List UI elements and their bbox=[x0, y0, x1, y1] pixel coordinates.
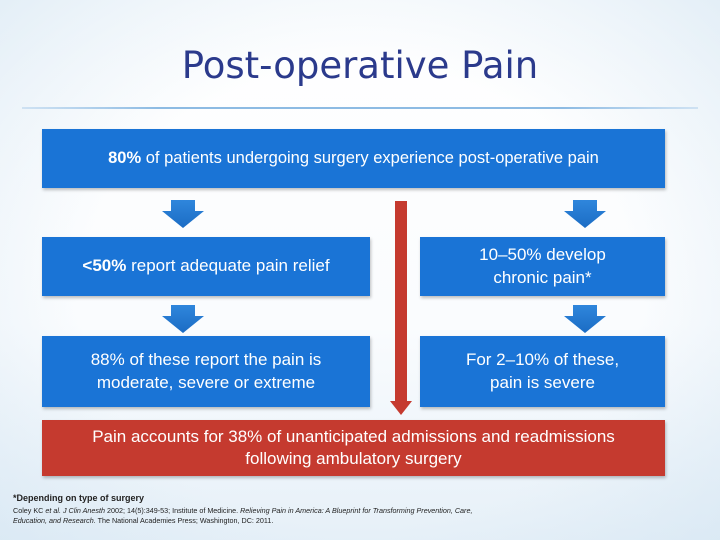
ref-part2: et al. J Clin Anesth bbox=[45, 506, 106, 515]
top-box-text: 80% of patients undergoing surgery exper… bbox=[108, 148, 599, 169]
down-arrow-icon bbox=[162, 305, 204, 333]
references: Coley KC et al. J Clin Anesth 2002; 14(5… bbox=[13, 506, 493, 525]
left-box-1-highlight: <50% bbox=[82, 256, 127, 276]
right-box-1-line2: chronic pain* bbox=[493, 267, 592, 287]
top-box-highlight: 80% bbox=[108, 148, 142, 167]
right-box-2-text: For 2–10% of these, pain is severe bbox=[466, 349, 619, 393]
right-box-2-line1: For 2–10% of these, bbox=[465, 350, 620, 370]
top-box-body: of patients undergoing surgery experienc… bbox=[141, 148, 599, 167]
footnote: *Depending on type of surgery bbox=[13, 493, 145, 503]
right-box-1-text: 10–50% develop chronic pain* bbox=[479, 244, 606, 288]
left-box-1-text: <50% report adequate pain relief bbox=[82, 255, 329, 277]
ref-part3: 2002; 14(5):349-53; Institute of Medicin… bbox=[105, 506, 241, 515]
ref-part4: Relieving Pain in America: A Blueprint f… bbox=[13, 506, 473, 525]
left-box-2-line1: 88% of these report the pain is bbox=[90, 350, 322, 370]
bottom-box-text: Pain accounts for 38% of unanticipated a… bbox=[92, 426, 615, 470]
left-box-2-line2: moderate, severe or extreme bbox=[96, 372, 316, 392]
right-box-2-line2: pain is severe bbox=[490, 372, 595, 392]
ref-part5: The National Academies Press; Washington… bbox=[95, 515, 274, 525]
ref-part1: Coley KC bbox=[13, 506, 46, 515]
down-arrow-icon bbox=[564, 200, 606, 228]
bottom-box-line2: following ambulatory surgery bbox=[245, 449, 462, 468]
top-box: 80% of patients undergoing surgery exper… bbox=[42, 129, 665, 188]
right-box-2: For 2–10% of these, pain is severe bbox=[420, 336, 665, 407]
left-box-2: 88% of these report the pain is moderate… bbox=[42, 336, 370, 407]
title-divider bbox=[22, 107, 698, 109]
bottom-box-line1: Pain accounts for 38% of unanticipated a… bbox=[92, 426, 615, 446]
slide-title: Post-operative Pain bbox=[181, 44, 539, 87]
red-down-arrow-icon bbox=[390, 201, 412, 415]
down-arrow-icon bbox=[162, 200, 204, 228]
bottom-box: Pain accounts for 38% of unanticipated a… bbox=[42, 420, 665, 476]
down-arrow-icon bbox=[564, 305, 606, 333]
right-box-1: 10–50% develop chronic pain* bbox=[420, 237, 665, 296]
left-box-1: <50% report adequate pain relief bbox=[42, 237, 370, 296]
right-box-1-line1: 10–50% develop bbox=[479, 245, 606, 265]
left-box-1-body: report adequate pain relief bbox=[126, 256, 330, 276]
left-box-2-text: 88% of these report the pain is moderate… bbox=[91, 349, 322, 393]
